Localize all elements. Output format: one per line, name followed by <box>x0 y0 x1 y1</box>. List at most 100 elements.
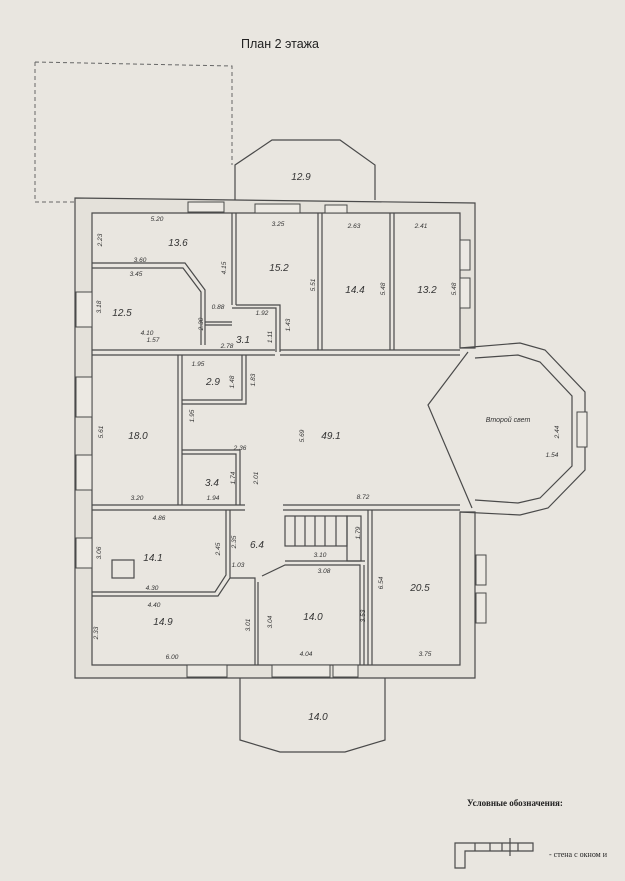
dimension: 2.23 <box>97 233 104 247</box>
dimension: 5.20 <box>151 216 164 223</box>
dimension: 2.36 <box>233 445 247 452</box>
dimension: 1.43 <box>285 318 292 331</box>
dimension: 3.20 <box>131 495 144 502</box>
room-area: 12.9 <box>291 172 311 183</box>
room-area: 2.9 <box>205 377 220 388</box>
dimension: 4.04 <box>300 651 313 658</box>
dimension: 3.60 <box>134 257 147 264</box>
dimension: 2.44 <box>554 425 561 439</box>
dimension: 0.88 <box>212 304 225 311</box>
dimension: 1.11 <box>267 331 274 344</box>
window <box>475 554 487 586</box>
dashed-outline <box>34 61 233 203</box>
dimension: 3.53 <box>360 609 367 622</box>
interior-walls <box>92 213 460 665</box>
dimension: 3.18 <box>96 300 103 313</box>
window <box>576 411 588 448</box>
window <box>75 291 93 328</box>
room-area: 14.9 <box>153 617 173 628</box>
window <box>187 201 225 213</box>
dimension: 3.08 <box>318 568 331 575</box>
dimension: 1.79 <box>355 526 362 539</box>
window <box>75 537 93 569</box>
dimension: 2.30 <box>198 317 205 331</box>
window <box>75 454 93 491</box>
window <box>459 239 471 271</box>
dimension: 1.94 <box>207 495 220 502</box>
dimension: 1.95 <box>189 409 196 422</box>
dimension: 1.83 <box>250 373 257 386</box>
dimension: 2.63 <box>347 223 361 230</box>
room-area: 14.0 <box>308 712 328 723</box>
room-area: 14.0 <box>303 612 323 623</box>
window <box>271 664 331 678</box>
room-area: 12.5 <box>112 308 132 319</box>
right-bay-outer <box>459 342 586 516</box>
room-area: 49.1 <box>321 431 340 442</box>
room-area: 3.4 <box>205 478 219 489</box>
room-area: 14.4 <box>345 285 365 296</box>
outer-wall <box>74 197 476 679</box>
dimension: 1.54 <box>546 452 559 459</box>
dimension: 5.69 <box>299 429 306 442</box>
second-light-boundary <box>427 351 473 509</box>
dimension: 3.06 <box>96 546 103 559</box>
dimension: 4.15 <box>221 261 228 274</box>
window <box>324 204 348 214</box>
second-light-label: Второй свет <box>486 416 531 424</box>
dimension: 1.92 <box>256 310 269 317</box>
plan-title: План 2 этажа <box>241 37 319 51</box>
room-area: 18.0 <box>128 431 148 442</box>
dimension: 8.72 <box>357 494 370 501</box>
dimension: 4.40 <box>148 602 161 609</box>
dimension: 3.75 <box>419 651 432 658</box>
room-area: 3.1 <box>236 335 250 346</box>
dimension: 5.61 <box>98 425 105 438</box>
staircase <box>284 515 362 562</box>
ceiling-hatch <box>111 559 135 579</box>
room-area: 6.4 <box>250 540 264 551</box>
dimension: 5.48 <box>380 282 387 295</box>
dimension: 1.03 <box>232 562 245 569</box>
dimension: 6.54 <box>378 576 385 589</box>
legend-wall-window-label: - стена с окном и <box>549 850 608 859</box>
bottom-bay <box>239 672 386 753</box>
room-area: 15.2 <box>269 263 289 274</box>
window <box>186 664 228 678</box>
room-area: 13.2 <box>417 285 437 296</box>
top-bay <box>234 139 376 200</box>
dimension: 6.00 <box>166 654 179 661</box>
dimension: 2.33 <box>93 626 100 640</box>
room-area: 20.5 <box>409 583 430 594</box>
window <box>332 664 359 678</box>
dimension: 2.01 <box>253 471 260 485</box>
dimension: 3.01 <box>245 618 252 631</box>
dimension: 1.48 <box>229 375 236 388</box>
dimension: 4.86 <box>153 515 166 522</box>
window <box>459 277 471 309</box>
legend-heading: Условные обозначения: <box>467 798 563 808</box>
dimension: 2.41 <box>414 223 428 230</box>
room-area: 14.1 <box>143 553 162 564</box>
window <box>75 376 93 418</box>
dimension: 1.57 <box>147 337 160 344</box>
legend-wall-window-symbol <box>454 838 534 869</box>
window <box>475 592 487 624</box>
dimension: 5.48 <box>451 282 458 295</box>
dimension-labels: 5.20 2.23 3.60 3.45 4.15 3.25 2.63 2.41 … <box>93 216 561 661</box>
right-bay-inner <box>474 354 573 504</box>
dimension: 3.45 <box>130 271 143 278</box>
room-area: 13.6 <box>168 238 188 249</box>
dimension: 3.10 <box>314 552 327 559</box>
dimension: 2.35 <box>231 535 238 549</box>
dimension: 3.04 <box>267 615 274 628</box>
dimension: 1.74 <box>230 471 237 484</box>
dimension: 2.45 <box>215 542 222 556</box>
dimension: 1.95 <box>192 361 205 368</box>
dimension: 4.30 <box>146 585 159 592</box>
window <box>254 203 301 214</box>
dimension: 2.78 <box>220 343 234 350</box>
dimension: 5.51 <box>310 278 317 291</box>
dimension: 4.10 <box>141 330 154 337</box>
